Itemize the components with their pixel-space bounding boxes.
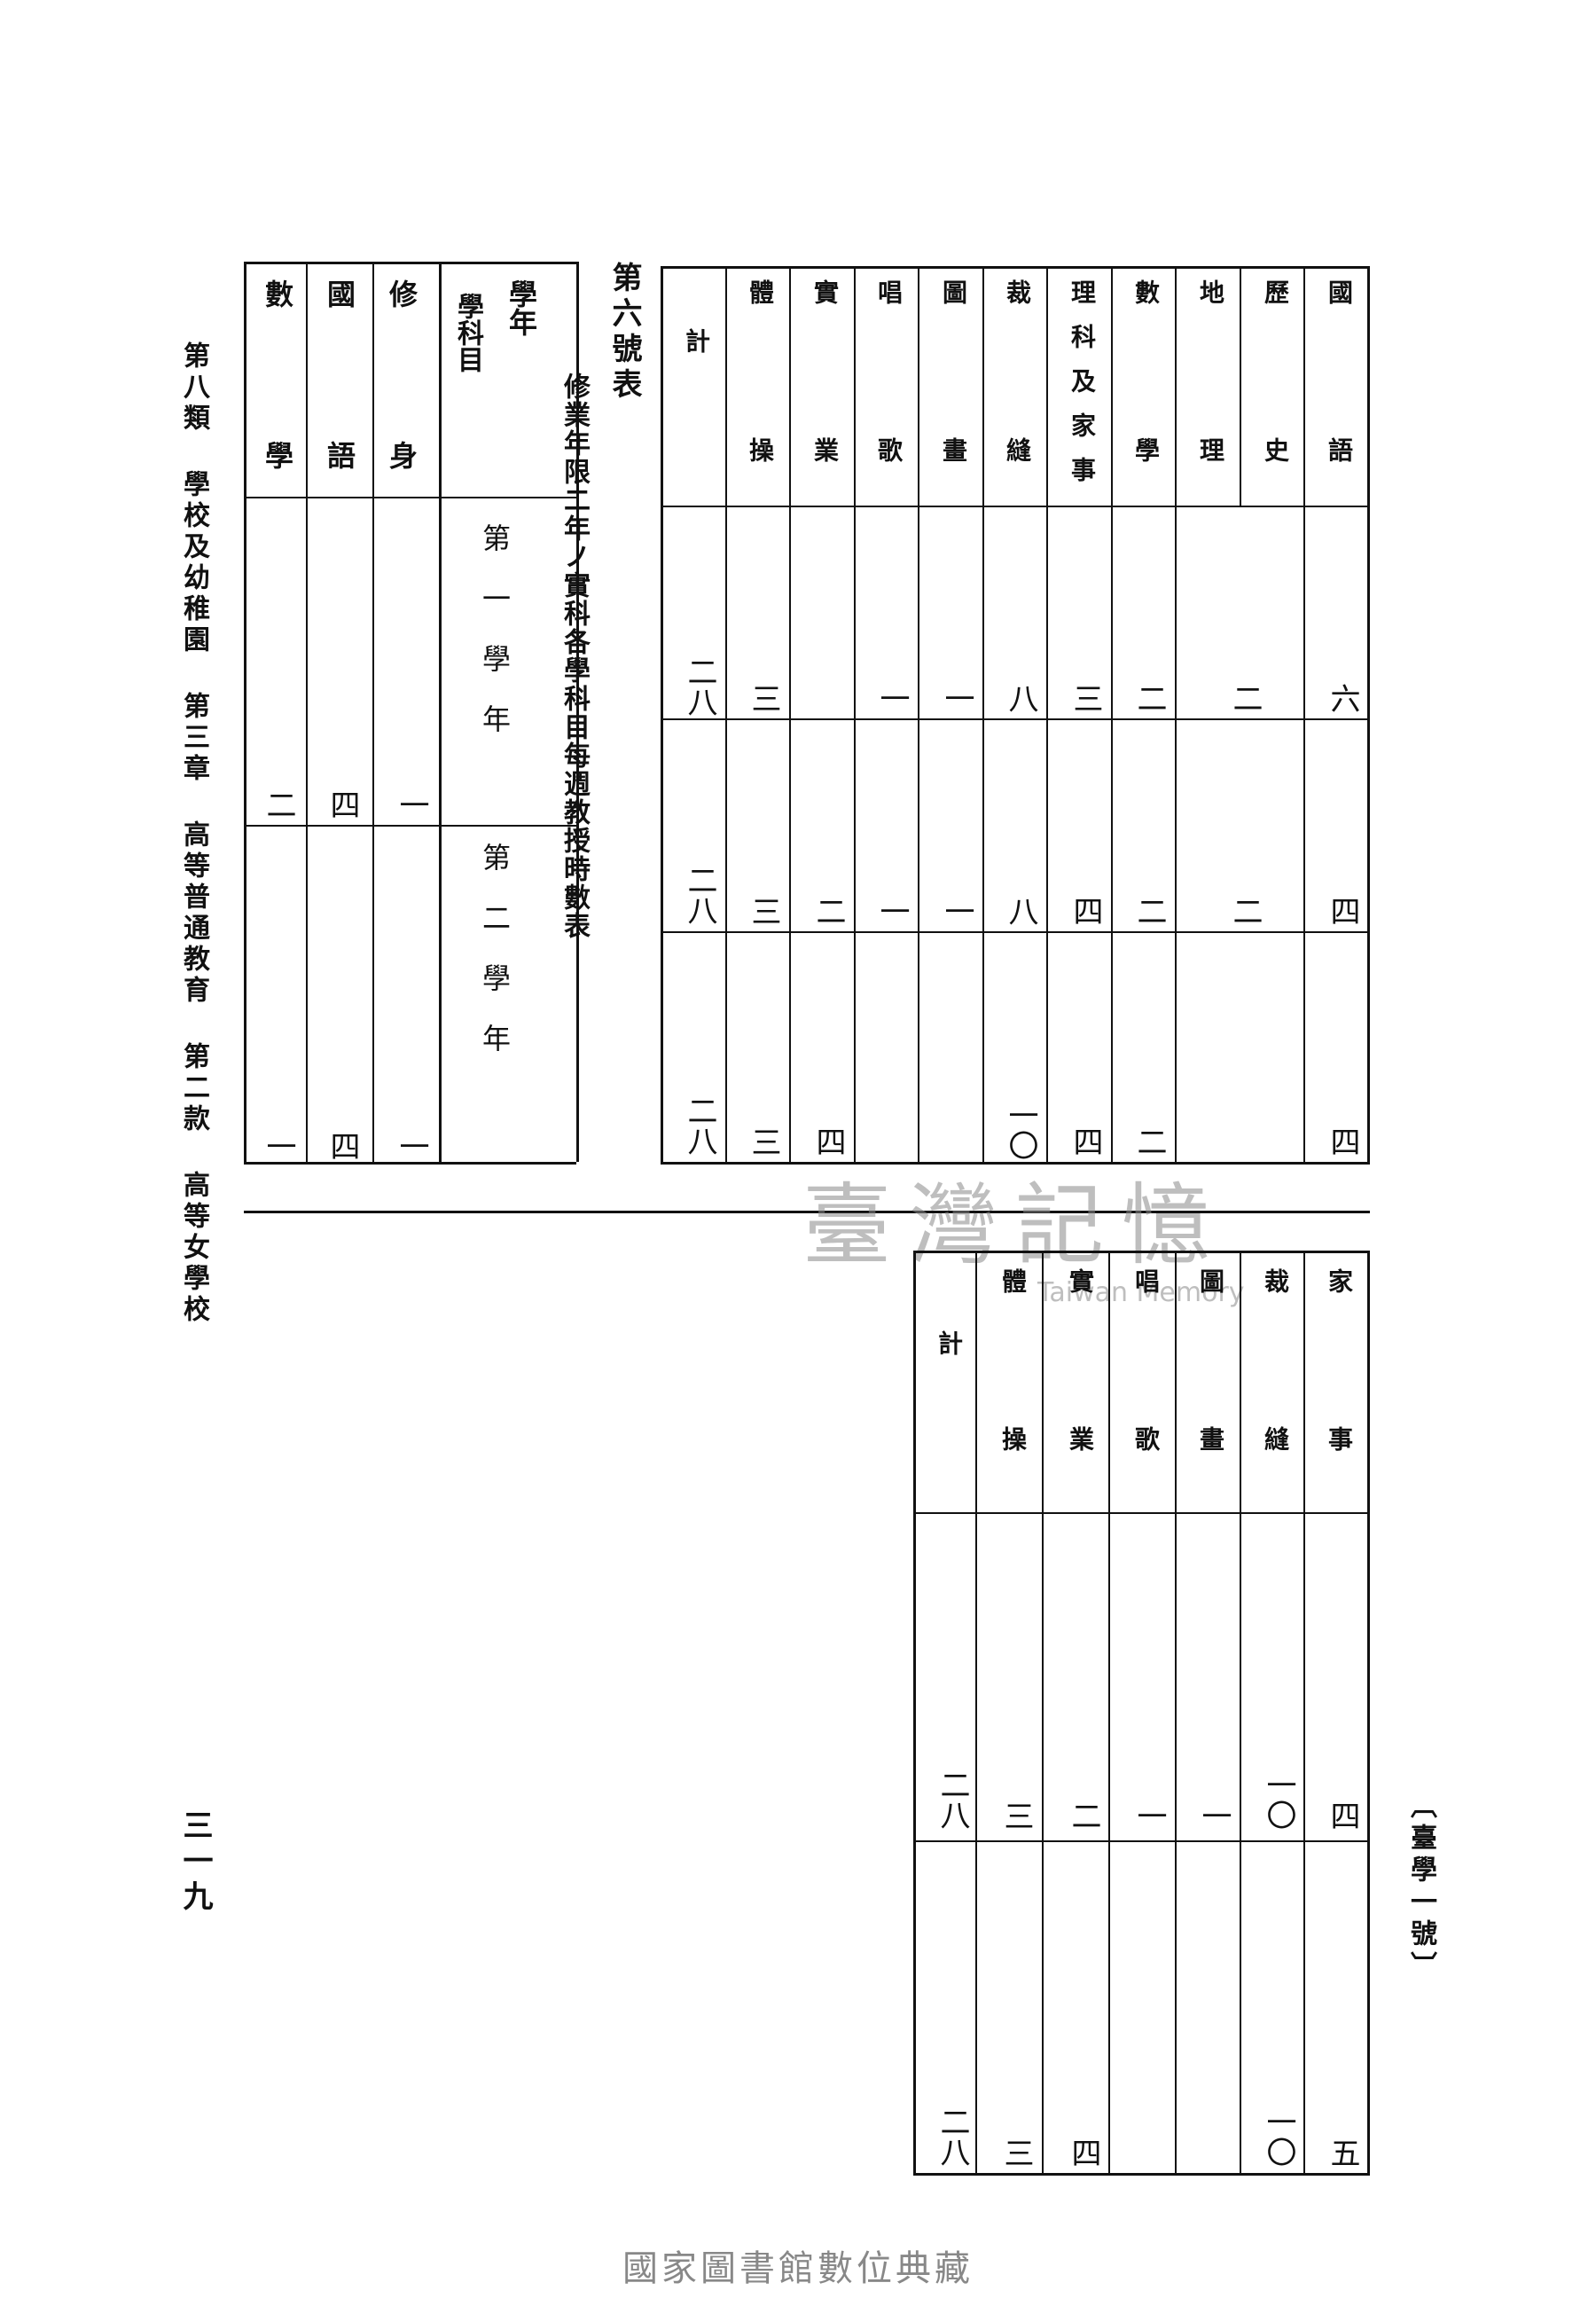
t6-subject-zuga: 圖畫 bbox=[939, 279, 968, 595]
t6-v-saiho-y3: 一〇 bbox=[1003, 1100, 1038, 1160]
lower-v-taiso-y1: 三 bbox=[998, 1800, 1034, 1831]
page-number: 三一九 bbox=[177, 1809, 213, 1916]
t6-subject-sugaku: 數學 bbox=[1131, 279, 1161, 595]
t6-v-kei-y3: 二八 bbox=[682, 1095, 717, 1156]
lower-v-saiho-y1: 一〇 bbox=[1261, 1769, 1296, 1830]
lower-subject-saiho: 裁縫 bbox=[1261, 1268, 1290, 1584]
lower-v-zuga-y1: 一 bbox=[1196, 1800, 1232, 1831]
lower-v-taiso-y2: 三 bbox=[998, 2137, 1034, 2168]
t6-v-sugaku-y2: 二 bbox=[1131, 896, 1167, 926]
value-shushin-y2: 一 bbox=[394, 1131, 429, 1161]
lower-subject-shoka: 唱歌 bbox=[1131, 1268, 1161, 1584]
corner-header-bottom: 學科目 bbox=[452, 293, 483, 373]
value-kokugo-y2: 四 bbox=[325, 1131, 360, 1161]
running-header: 第八類 學校及幼稚園 第三章 高等普通教育 第二款 高等女學校 bbox=[178, 341, 209, 1326]
t6-subject-rekishi: 歷史 bbox=[1261, 279, 1290, 595]
t6-v-rekishi-y2: 二 bbox=[1227, 896, 1263, 926]
lower-v-jitsugyo-y2: 四 bbox=[1066, 2137, 1101, 2168]
t6-v-zuga-y2: 一 bbox=[939, 896, 974, 926]
watermark-en: Taiwan Memory bbox=[1037, 1277, 1245, 1308]
t6-v-saiho-y2: 八 bbox=[1003, 896, 1038, 926]
t6-v-jitsugyo-y3: 四 bbox=[810, 1126, 846, 1157]
value-sugaku-y1: 二 bbox=[261, 789, 296, 820]
lower-v-kei-y1: 二八 bbox=[935, 1769, 970, 1830]
lower-subject-taiso: 體操 bbox=[998, 1268, 1028, 1584]
t6-subject-jitsugyo: 實業 bbox=[810, 279, 840, 595]
t6-v-sugaku-y1: 二 bbox=[1131, 683, 1167, 713]
t6-v-shoka-y2: 一 bbox=[874, 896, 910, 926]
lower-subject-kei: 計 bbox=[935, 1330, 964, 1355]
t6-subject-chiri: 地理 bbox=[1196, 279, 1225, 595]
t6-subject-taiso: 體操 bbox=[746, 279, 775, 595]
t6-v-sugaku-y3: 二 bbox=[1131, 1126, 1167, 1157]
t6-v-taiso-y1: 三 bbox=[746, 683, 781, 713]
page-divider bbox=[244, 1211, 1370, 1213]
value-kokugo-y1: 四 bbox=[325, 789, 360, 820]
lower-v-shoka-y1: 一 bbox=[1131, 1800, 1167, 1831]
subject-shushin: 修身 bbox=[385, 279, 419, 602]
t6-v-taiso-y3: 三 bbox=[746, 1126, 781, 1157]
lower-v-saiho-y2: 一〇 bbox=[1261, 2106, 1296, 2167]
t6-subject-kei: 計 bbox=[682, 328, 711, 353]
t6-subject-shoka: 唱歌 bbox=[874, 279, 904, 595]
lower-v-jitsugyo-y1: 二 bbox=[1066, 1800, 1101, 1831]
lower-subject-jitsugyo: 實業 bbox=[1066, 1268, 1095, 1584]
subject-sugaku: 數學 bbox=[261, 279, 294, 602]
footer-archive-label: 國家圖書館數位典藏 bbox=[622, 2248, 974, 2289]
t6-v-rika-y1: 三 bbox=[1068, 683, 1103, 713]
t6-v-taiso-y2: 三 bbox=[746, 896, 781, 926]
t6-v-kokugo-y3: 四 bbox=[1325, 1126, 1360, 1157]
year2-header: 第二學年 bbox=[478, 843, 512, 1084]
t6-v-saiho-y1: 八 bbox=[1003, 683, 1038, 713]
t6-v-zuga-y1: 一 bbox=[939, 683, 974, 713]
lower-v-kaji-y1: 四 bbox=[1325, 1800, 1360, 1831]
t6-v-kei-y2: 二八 bbox=[682, 865, 717, 925]
watermark-cn: 臺灣記憶 bbox=[802, 1173, 1228, 1277]
t6-v-shoka-y1: 一 bbox=[874, 683, 910, 713]
table6-title: 第六號表 bbox=[606, 262, 642, 404]
t6-v-jitsugyo-y2: 二 bbox=[810, 896, 846, 926]
value-sugaku-y2: 一 bbox=[261, 1131, 296, 1161]
table6-subtitle: 修業年限二年ノ實科各學科目每週教授時數表 bbox=[559, 373, 590, 940]
t6-subject-rika: 理科及家事 bbox=[1068, 279, 1097, 501]
t6-v-kei-y1: 二八 bbox=[682, 656, 717, 717]
year1-header: 第一學年 bbox=[478, 523, 512, 765]
t6-subject-saiho: 裁縫 bbox=[1003, 279, 1032, 595]
t6-v-kokugo-y2: 四 bbox=[1325, 896, 1360, 926]
lower-subject-kaji: 家事 bbox=[1325, 1268, 1354, 1584]
t6-v-kokugo-y1: 六 bbox=[1325, 683, 1360, 713]
t6-v-rika-y2: 四 bbox=[1068, 896, 1103, 926]
t6-subject-kokugo: 國語 bbox=[1325, 279, 1354, 595]
lower-v-kei-y2: 二八 bbox=[935, 2106, 970, 2167]
side-label: 〔臺學一號〕 bbox=[1405, 1792, 1436, 1983]
lower-v-kaji-y2: 五 bbox=[1325, 2137, 1360, 2168]
corner-header-top: 學年 bbox=[505, 279, 538, 336]
t6-v-rekishi-y1: 二 bbox=[1227, 683, 1263, 713]
lower-subject-zuga: 圖畫 bbox=[1196, 1268, 1225, 1584]
value-shushin-y1: 一 bbox=[394, 789, 429, 820]
subject-kokugo: 國語 bbox=[323, 279, 356, 602]
t6-v-rika-y3: 四 bbox=[1068, 1126, 1103, 1157]
